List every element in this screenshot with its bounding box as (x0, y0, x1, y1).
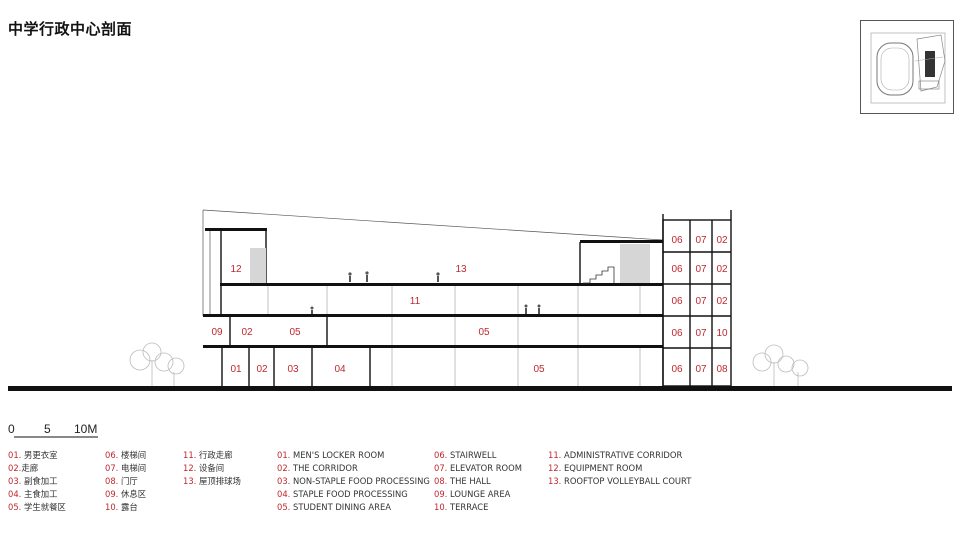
tower-label-hall: 08 (716, 364, 728, 375)
legend-cn-col3: 11. 行政走廊 12. 设备间 13. 屋顶排球场 (183, 449, 241, 488)
legend-item: 04. STAPLE FOOD PROCESSING (277, 489, 408, 499)
page-title: 中学行政中心剖面 (8, 20, 133, 38)
legend-item: 10. 露台 (105, 502, 138, 512)
scale-label-5: 5 (44, 422, 51, 436)
scale-label-10m: 10M (74, 422, 98, 436)
legend-item: 13. ROOFTOP VOLLEYBALL COURT (548, 476, 692, 486)
legend-item: 05. STUDENT DINING AREA (277, 502, 391, 512)
room-label-staple: 04 (334, 364, 346, 375)
legend-item: 13. 屋顶排球场 (183, 476, 241, 486)
tower-label-corridor: 02 (716, 235, 728, 246)
legend-item: 05. 学生就餐区 (8, 502, 66, 512)
legend-item: 12. EQUIPMENT ROOM (548, 463, 643, 473)
legend-item: 03. NON-STAPLE FOOD PROCESSING (277, 476, 430, 486)
legend-item: 02.走廊 (8, 463, 39, 473)
tower-label-stair: 06 (671, 364, 683, 375)
room-label-dining-f2a: 05 (289, 327, 301, 338)
room-label-lounge: 09 (211, 327, 223, 338)
tower-label-corridor: 02 (716, 264, 728, 275)
room-label-locker: 01 (230, 364, 242, 375)
room-label-corridor-f1: 02 (256, 364, 268, 375)
tree-right (752, 344, 809, 387)
legend-item: 01. MEN'S LOCKER ROOM (277, 450, 385, 460)
room-label-admin-corridor: 11 (410, 296, 421, 307)
tower-label-stair: 06 (671, 264, 683, 275)
legend-item: 11. 行政走廊 (183, 450, 233, 460)
legend-item: 06. 楼梯间 (105, 450, 147, 460)
roof-canopy (202, 209, 664, 316)
floor-slabs (203, 228, 663, 348)
tower-grid (662, 210, 732, 387)
legend-item: 01. 男更衣室 (8, 450, 58, 460)
legend-item: 07. 电梯间 (105, 463, 147, 473)
tower-label-elevator: 07 (695, 364, 707, 375)
legend-item: 11. ADMINISTRATIVE CORRIDOR (548, 450, 683, 460)
tower-label-elevator: 07 (695, 328, 707, 339)
room-label-dining-f1: 05 (533, 364, 545, 375)
tower-label-stair: 06 (671, 296, 683, 307)
walls (220, 214, 664, 386)
legend-cn-col2: 06. 楼梯间 07. 电梯间 08. 门厅 09. 休息区 10. 露台 (105, 449, 146, 514)
room-label-dining-f2b: 05 (478, 327, 490, 338)
room-label-equipment: 12 (230, 264, 242, 275)
tower-label-stair: 06 (671, 235, 683, 246)
legend-item: 12. 设备间 (183, 463, 225, 473)
legend-item: 09. 休息区 (105, 489, 147, 499)
roof-stair (583, 266, 615, 284)
thin-columns (267, 286, 641, 386)
tower-label-stair: 06 (671, 328, 683, 339)
tower-label-elevator: 07 (695, 264, 707, 275)
ground-line (8, 386, 952, 391)
tower-label-corridor: 02 (716, 296, 728, 307)
key-plan-drawing (870, 32, 946, 104)
people-figures (310, 271, 541, 314)
legend-item: 08. 门厅 (105, 476, 138, 486)
stair-core-fill (620, 244, 650, 283)
legend-item: 08. THE HALL (434, 476, 491, 486)
room-label-rooftop-court: 13 (455, 264, 467, 275)
scale-label-0: 0 (8, 422, 15, 436)
room-label-corridor-f2: 02 (241, 327, 253, 338)
legend-item: 10. TERRACE (434, 502, 489, 512)
room-label-non-staple: 03 (287, 364, 299, 375)
legend-item: 06. STAIRWELL (434, 450, 497, 460)
key-plan-thumbnail (860, 20, 954, 114)
legend-cn-col1: 01. 男更衣室 02.走廊 03. 副食加工 04. 主食加工 05. 学生就… (8, 449, 66, 514)
legend-en-col3: 11. ADMINISTRATIVE CORRIDOR 12. EQUIPMEN… (548, 449, 691, 488)
tree-left (129, 342, 185, 387)
legend-item: 09. LOUNGE AREA (434, 489, 511, 499)
tower-label-elevator: 07 (695, 235, 707, 246)
legend-item: 03. 副食加工 (8, 476, 58, 486)
legend-item: 04. 主食加工 (8, 489, 58, 499)
legend-item: 02. THE CORRIDOR (277, 463, 358, 473)
legend-item: 07. ELEVATOR ROOM (434, 463, 522, 473)
legend-en-col2: 06. STAIRWELL 07. ELEVATOR ROOM 08. THE … (434, 449, 522, 514)
tower-label-terrace: 10 (716, 328, 728, 339)
equipment-room-fill (250, 248, 266, 283)
tower-label-elevator: 07 (695, 296, 707, 307)
legend-en-col1: 01. MEN'S LOCKER ROOM 02. THE CORRIDOR 0… (277, 449, 430, 514)
